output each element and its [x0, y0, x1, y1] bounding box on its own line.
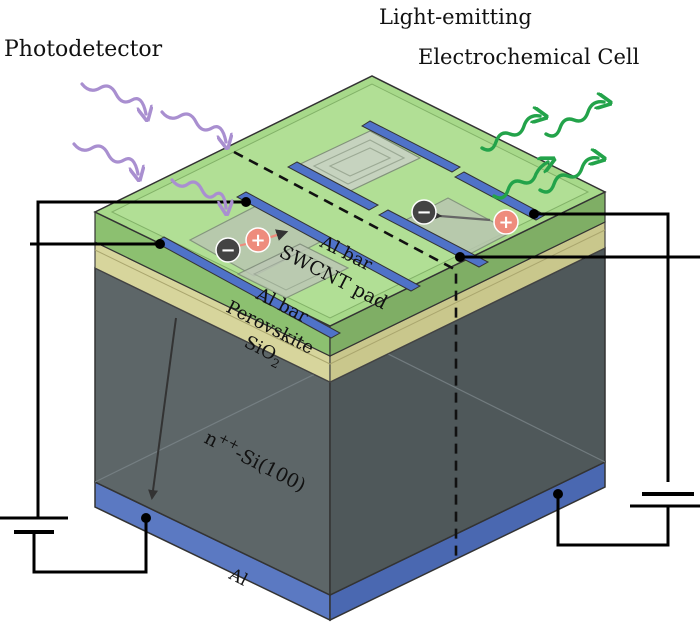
- lec-charges: − +: [411, 199, 519, 235]
- photodetector-charges: − +: [215, 227, 289, 263]
- substrate-arrow: [148, 317, 177, 500]
- incident-light-arrows: [72, 82, 226, 208]
- hole: [493, 209, 519, 235]
- right-circuit: [455, 209, 700, 547]
- al-bars: [153, 120, 547, 339]
- electron-sign: −: [416, 202, 431, 223]
- hole: [245, 227, 271, 253]
- electron: [215, 237, 241, 263]
- al-bar: [153, 236, 342, 339]
- device-separator: [233, 150, 458, 560]
- photodetector-label: Photodetector: [4, 37, 163, 62]
- lec-label-line2: Electrochemical Cell: [418, 45, 640, 69]
- hole-sign: +: [250, 230, 265, 251]
- al-bar: [360, 120, 462, 173]
- electron-sign: −: [220, 240, 235, 261]
- swcnt-pad-front: [236, 243, 350, 299]
- emitted-light-arrows: [480, 102, 604, 200]
- al-bar: [235, 191, 422, 292]
- electron: [411, 199, 437, 225]
- al-bar: [286, 161, 380, 211]
- hole-sign: +: [498, 212, 513, 233]
- left-circuit: [0, 197, 251, 574]
- lec-label-line1: Light-emitting: [379, 5, 532, 29]
